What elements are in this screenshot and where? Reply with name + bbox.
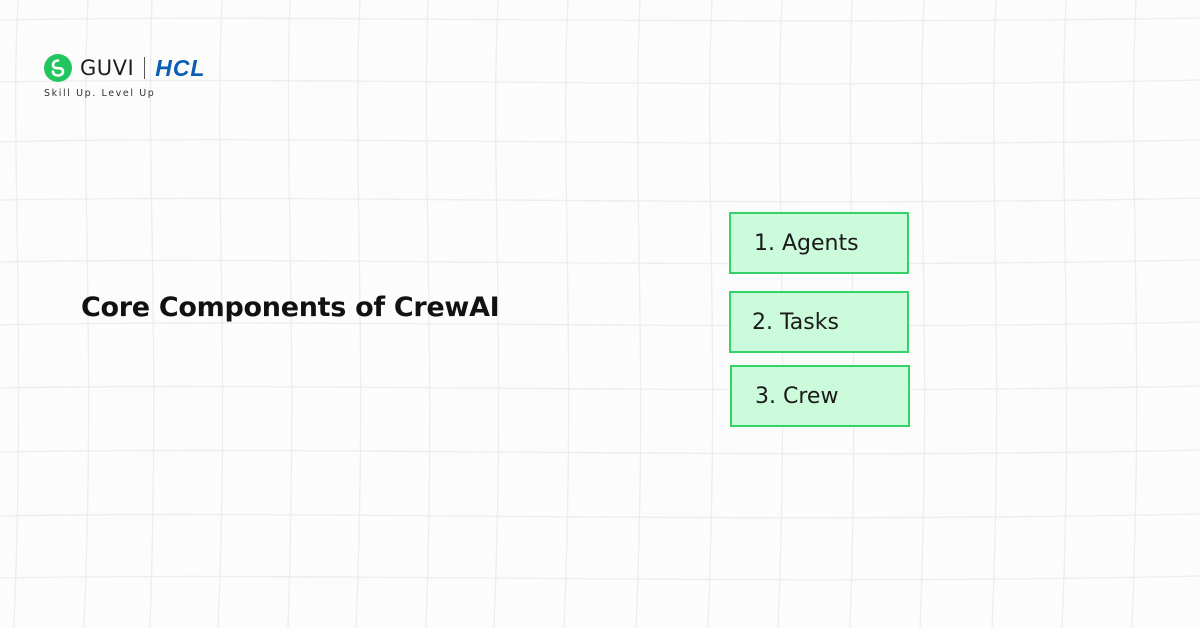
component-box-agents: 1. Agents [729,212,909,274]
hcl-wordmark: HCL [155,55,206,81]
component-label: 3. Crew [755,383,839,409]
brand-tagline: Skill Up. Level Up [44,88,156,99]
guvi-wordmark: GUVI [80,56,135,80]
page-title: Core Components of CrewAI [81,292,500,323]
brand-logo: GUVI HCL Skill Up. Level Up [44,54,205,99]
component-label: 1. Agents [754,230,859,256]
brand-divider [144,57,146,79]
component-box-tasks: 2. Tasks [729,291,909,353]
component-box-crew: 3. Crew [730,365,910,427]
brand-row: GUVI HCL [44,54,205,82]
guvi-logo-icon [44,54,72,82]
component-label: 2. Tasks [752,309,839,335]
